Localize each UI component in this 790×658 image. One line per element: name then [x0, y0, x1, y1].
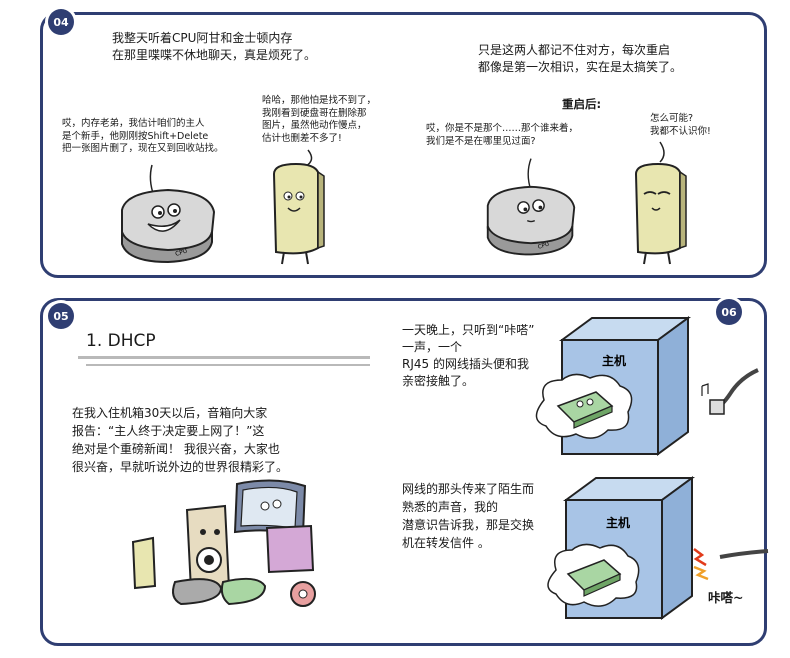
restart-label: 重启后:: [562, 97, 602, 111]
cpu-speech-bubble: 哎，内存老弟，我估计咱们的主人 是个新手，他刚刚按Shift+Delete 把一…: [62, 118, 224, 154]
memory-stick-illustration-after: [634, 141, 687, 265]
cpu-chip-illustration-after: CPU: [486, 158, 576, 256]
panel-badge-06: 06: [716, 299, 742, 325]
heading-underline-2: [86, 364, 370, 366]
panel-04-caption-left: 我整天听着CPU阿甘和金士顿内存 在那里喋喋不休地聊天，真是烦死了。: [112, 31, 317, 62]
panel-badge-04: 04: [48, 9, 74, 35]
panel-06-text-bottom: 网线的那头传来了陌生而 熟悉的声音，我的 潜意识告诉我，那是交换 机在转发信件 …: [402, 482, 535, 550]
heading-underline-1: [78, 356, 370, 359]
cpu-chip-label: CPU: [174, 247, 188, 257]
memory-speech-bubble: 哈哈，那他怕是找不到了， 我刚看到硬盘哥在删除那 图片，虽然他动作慢点， 估计也…: [262, 95, 377, 144]
comic-panel-04: [40, 12, 767, 278]
host-label-bottom: 主机: [606, 515, 630, 530]
panel-04-caption-right: 只是这两人都记不住对方，每次重启 都像是第一次相识，实在是太搞笑了。: [478, 43, 683, 74]
cpu-chip-illustration: CPU: [121, 164, 216, 264]
nic-thought-cloud-top: [535, 373, 633, 439]
panel-06-text-top: 一天晚上，只听到“咔嗒” 一声，一个 RJ45 的网线插头便和我 亲密接触了。: [402, 323, 535, 388]
memory-stick-illustration: [272, 149, 325, 265]
cpu-speech-after-restart: 哎，你是不是那个……那个谁来着， 我们是不是在哪里见过面?: [426, 123, 579, 147]
rj45-plug-icon: [701, 368, 759, 415]
click-sound-label: 咔嗒~: [708, 590, 744, 605]
comic-panel-05-06: [40, 298, 767, 646]
memory-speech-after-restart: 怎么可能? 我都不认识你!: [650, 113, 711, 137]
svg-text:CPU: CPU: [537, 242, 550, 251]
computer-components-group: [131, 479, 316, 607]
dhcp-heading: 1. DHCP: [86, 331, 156, 351]
cable-spark-icon: [693, 548, 769, 581]
panel-05-body-text: 在我入住机箱30天以后，音箱向大家 报告：“主人终于决定要上网了！”这 绝对是个…: [72, 406, 289, 474]
host-label-top: 主机: [602, 353, 626, 368]
panel-badge-05: 05: [48, 303, 74, 329]
nic-thought-cloud-bottom: [547, 543, 640, 607]
